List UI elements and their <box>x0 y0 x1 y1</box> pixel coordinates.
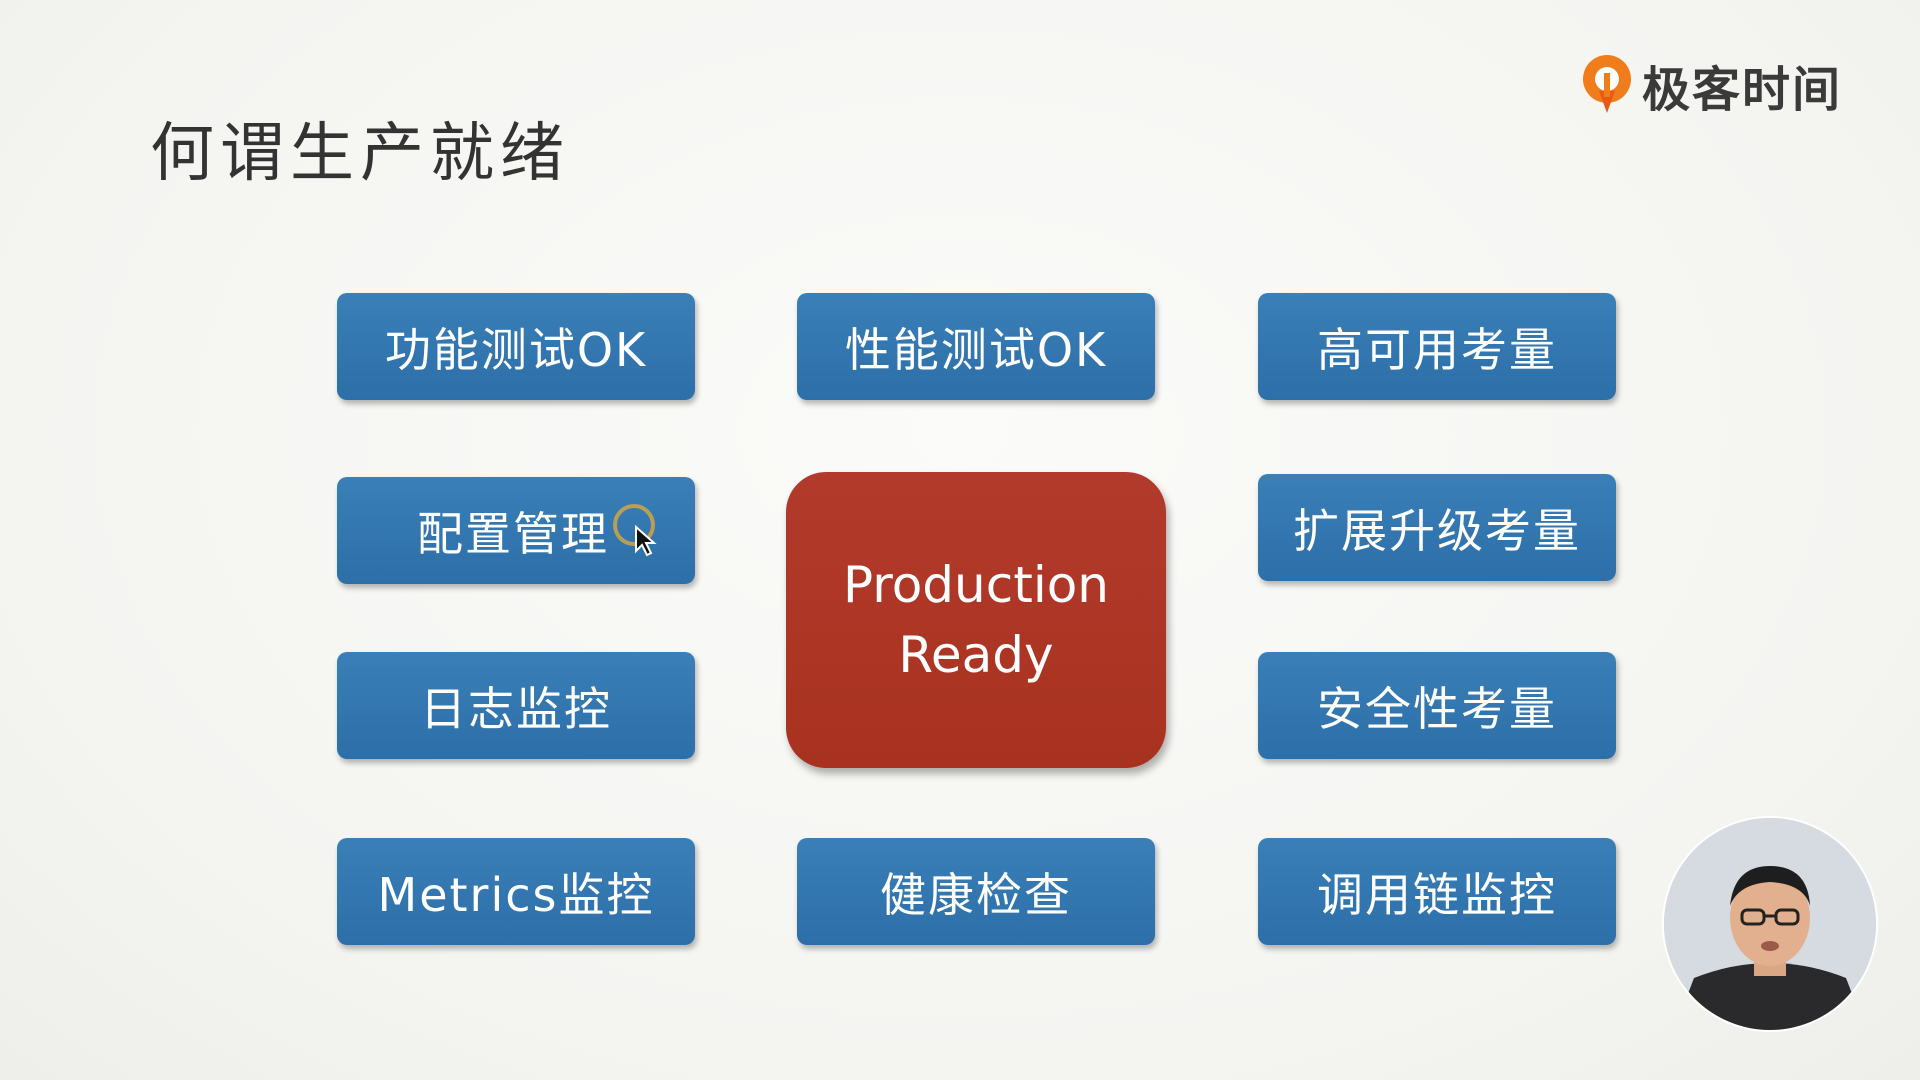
box-high-availability: 高可用考量 <box>1258 293 1616 400</box>
box-metrics-monitoring: Metrics监控 <box>337 838 695 945</box>
logo-text: 极客时间 <box>1642 62 1843 118</box>
center-line-2: Ready <box>898 626 1054 684</box>
box-tracing-monitoring: 调用链监控 <box>1258 838 1616 945</box>
box-performance-test: 性能测试OK <box>797 293 1155 400</box>
slide-title: 何谓生产就绪 <box>150 117 570 191</box>
geektime-logo-icon <box>1578 51 1636 119</box>
mouse-cursor-icon <box>612 503 662 561</box>
box-health-check: 健康检查 <box>797 838 1155 945</box>
presenter-avatar <box>1664 818 1876 1030</box>
center-line-1: Production <box>842 556 1109 614</box>
box-security: 安全性考量 <box>1258 652 1616 759</box>
box-log-monitoring: 日志监控 <box>337 652 695 759</box>
production-ready-box: Production Ready <box>786 472 1166 768</box>
box-functional-test: 功能测试OK <box>337 293 695 400</box>
brand-logo: 极客时间 <box>1578 50 1842 120</box>
box-scaling-upgrade: 扩展升级考量 <box>1258 474 1616 581</box>
